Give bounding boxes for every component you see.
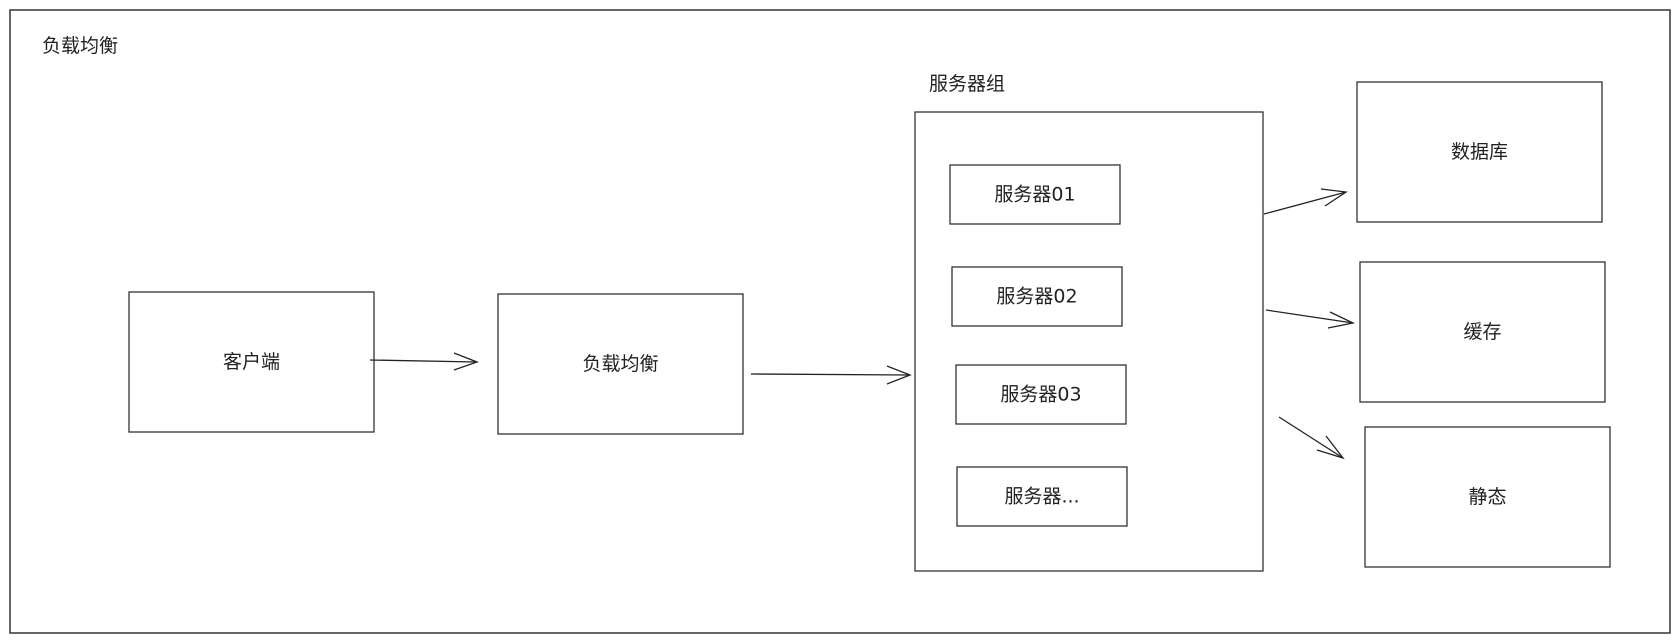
server-group-label: 服务器组 bbox=[929, 73, 1005, 95]
server-label-02: 服务器02 bbox=[996, 286, 1077, 308]
server-node-03[interactable]: 服务器03 bbox=[955, 364, 1127, 425]
static-node[interactable]: 静态 bbox=[1364, 426, 1611, 568]
static-label: 静态 bbox=[1468, 486, 1506, 508]
server-node-02[interactable]: 服务器02 bbox=[951, 266, 1123, 327]
server-node-more[interactable]: 服务器... bbox=[956, 466, 1128, 527]
arrow-servers-to-database bbox=[1263, 188, 1348, 215]
diagram-title: 负载均衡 bbox=[42, 35, 118, 57]
server-label-more: 服务器... bbox=[1004, 486, 1079, 508]
server-label-01: 服务器01 bbox=[994, 184, 1075, 206]
server-node-01[interactable]: 服务器01 bbox=[949, 164, 1121, 225]
load-balancer-node[interactable]: 负载均衡 bbox=[497, 293, 744, 435]
arrow-client-to-lb bbox=[369, 352, 479, 371]
client-node[interactable]: 客户端 bbox=[128, 291, 375, 433]
cache-node[interactable]: 缓存 bbox=[1359, 261, 1606, 403]
arrow-servers-to-static bbox=[1278, 416, 1345, 460]
arrow-servers-to-cache bbox=[1265, 309, 1356, 329]
database-label: 数据库 bbox=[1451, 141, 1508, 163]
client-label: 客户端 bbox=[223, 351, 280, 373]
load-balancer-label: 负载均衡 bbox=[582, 353, 658, 375]
cache-label: 缓存 bbox=[1463, 321, 1501, 343]
arrow-lb-to-servers bbox=[750, 365, 912, 385]
database-node[interactable]: 数据库 bbox=[1356, 81, 1603, 223]
server-label-03: 服务器03 bbox=[1000, 384, 1081, 406]
